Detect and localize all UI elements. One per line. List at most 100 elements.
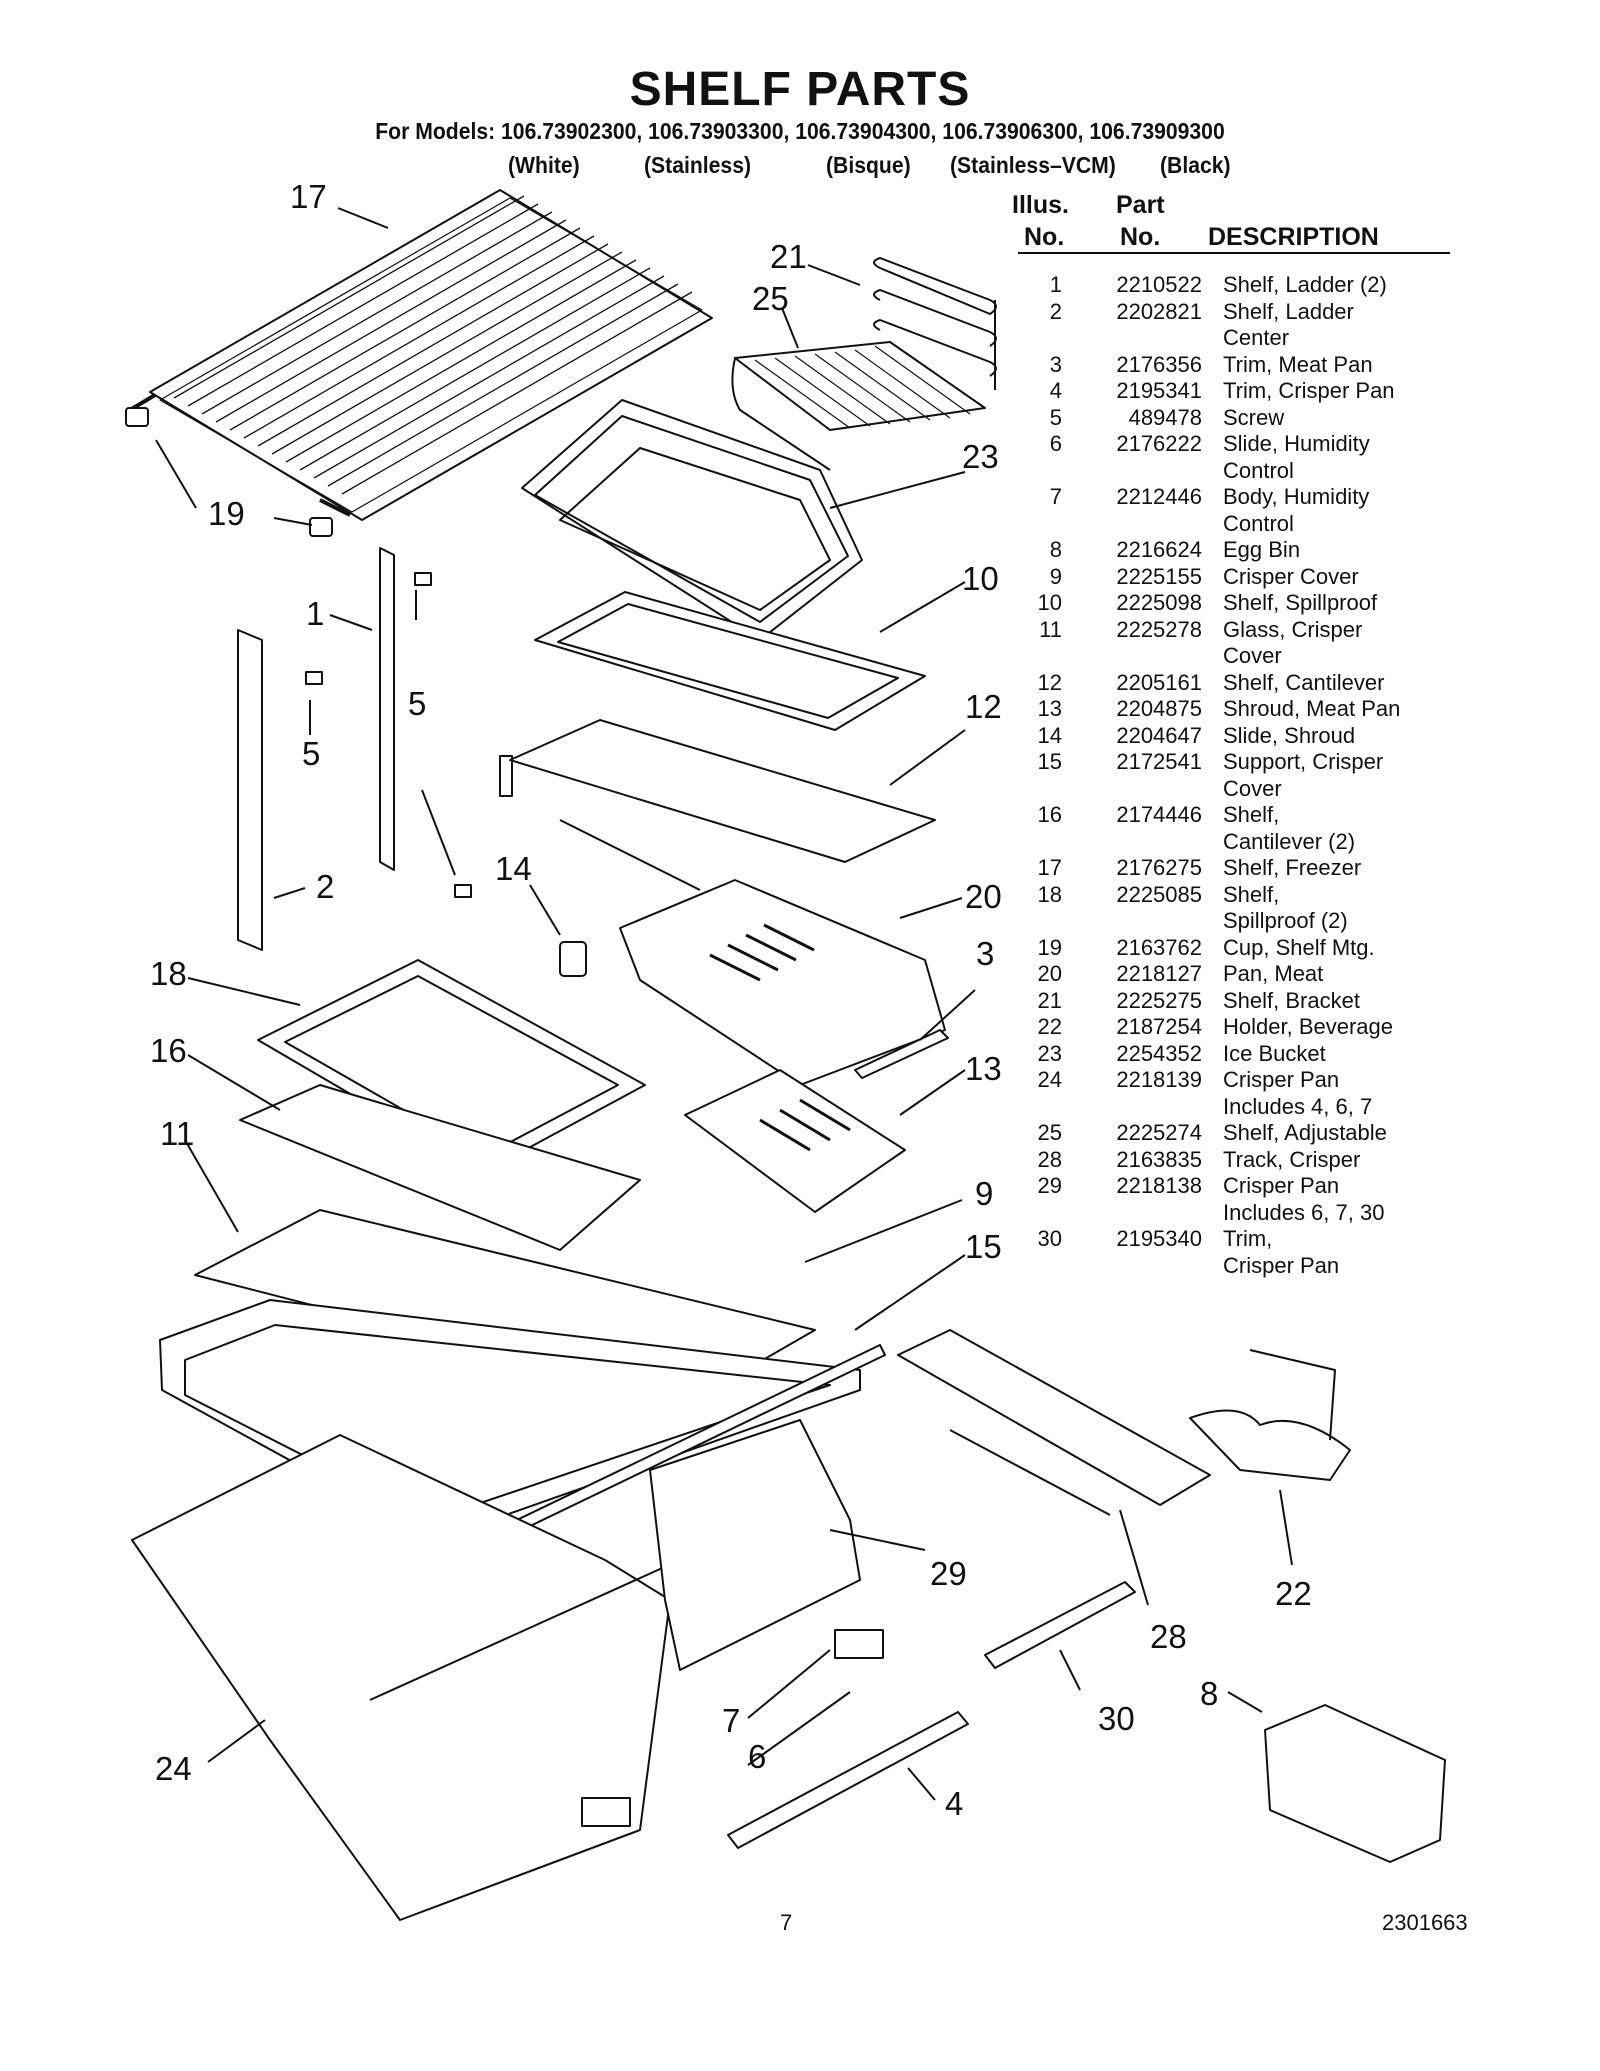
part-meat-pan-shroud [684, 1069, 906, 1213]
leader-line [1119, 1509, 1149, 1606]
illus-number: 13 [1037, 696, 1062, 721]
part-shelf-cup [125, 407, 333, 537]
part-meat-pan [619, 879, 946, 1086]
part-description: Slide, Humidity Control [1223, 431, 1370, 483]
part-crisper-trim-4 [727, 1711, 969, 1849]
part-description: Body, Humidity Control [1223, 484, 1370, 536]
illus-number: 14 [1037, 722, 1062, 748]
illus-number: 12 [1037, 669, 1062, 695]
leader-line [747, 1649, 831, 1719]
leader-line [919, 989, 976, 1041]
illus-number: 15 [1037, 749, 1062, 774]
leader-line [529, 884, 561, 936]
leader-line [273, 887, 306, 899]
part-number: 2225278 [1116, 616, 1202, 642]
callout-22: 22 [1275, 1575, 1312, 1612]
leader-line [329, 614, 373, 631]
callout-7: 7 [722, 1702, 740, 1739]
part-number: 2218127 [1116, 961, 1202, 986]
part-number: 2195341 [1116, 378, 1202, 403]
illus-number: 6 [1049, 431, 1062, 456]
header-rule [1018, 252, 1450, 254]
part-description: Pan, Meat [1223, 961, 1324, 986]
illus-number: 5 [1049, 404, 1062, 430]
leader-line [1279, 1489, 1293, 1566]
finish-label: (Stainless) [644, 152, 752, 178]
leader-line [829, 1529, 926, 1551]
col-description: DESCRIPTION [1208, 223, 1379, 251]
col-part-line1: Part [1116, 191, 1165, 219]
part-ice-bucket [521, 399, 863, 641]
illus-number: 25 [1037, 1120, 1062, 1145]
part-number: 2212446 [1116, 484, 1202, 509]
part-number: 2204647 [1116, 722, 1202, 748]
part-screw [305, 572, 472, 898]
leader-line [899, 897, 963, 919]
illus-number: 28 [1037, 1146, 1062, 1172]
leader-line [807, 264, 861, 286]
part-cantilever-shelf [499, 719, 936, 891]
page-number: 7 [780, 1910, 793, 1935]
illus-number: 21 [1037, 987, 1062, 1013]
part-description: Trim, Crisper Pan [1223, 1226, 1340, 1278]
illus-number: 8 [1049, 537, 1062, 562]
callout-17: 17 [290, 178, 327, 215]
part-description: Crisper Pan Includes 4, 6, 7 [1223, 1067, 1373, 1119]
part-number: 2187254 [1116, 1014, 1202, 1039]
part-crisper-pan-left [131, 1434, 681, 1921]
part-crisper-trim-30 [984, 1581, 1136, 1669]
callout-25: 25 [752, 280, 789, 317]
part-description: Shelf, Freezer [1223, 855, 1362, 880]
illus-number: 7 [1049, 484, 1062, 509]
part-description: Shelf, Bracket [1223, 987, 1360, 1013]
model-list: For Models: 106.73902300, 106.73903300, … [375, 118, 1225, 144]
leader-line [747, 1691, 851, 1766]
callout-30: 30 [1098, 1700, 1135, 1737]
part-description: Glass, Crisper Cover [1223, 616, 1363, 669]
leader-line [854, 1254, 966, 1331]
finish-label: (Bisque) [826, 152, 911, 178]
callout-9: 9 [975, 1175, 993, 1212]
part-number: 2202821 [1116, 298, 1202, 324]
finish-label: (Stainless–VCM) [950, 152, 1116, 178]
part-description: Shelf, Ladder Center [1223, 298, 1354, 351]
illus-number: 22 [1037, 1014, 1062, 1039]
callout-3: 3 [976, 935, 994, 972]
leader-line [829, 471, 966, 509]
illus-number: 4 [1049, 378, 1062, 403]
leader-line [907, 1767, 936, 1801]
col-illus-line2: No. [1024, 223, 1065, 251]
leader-line [1059, 1649, 1081, 1691]
part-beverage-holder [1189, 1349, 1351, 1481]
illus-number: 24 [1037, 1067, 1062, 1092]
part-description: Shelf, Cantilever [1223, 669, 1385, 695]
document-number: 2301663 [1382, 1910, 1468, 1935]
callout-23: 23 [962, 438, 999, 475]
parts-table-row: 7 2212446 Body, Humidity Control [1018, 484, 1458, 537]
part-number: 2176356 [1116, 351, 1202, 377]
leader-line [879, 581, 966, 633]
illus-number: 29 [1037, 1173, 1062, 1198]
leader-line [207, 1719, 266, 1763]
page-title: SHELF PARTS [629, 63, 971, 116]
part-description: Screw [1223, 404, 1285, 430]
part-number: 2225274 [1116, 1120, 1202, 1145]
part-description: Trim, Meat Pan [1223, 351, 1373, 377]
part-humidity-control [581, 1629, 884, 1827]
part-description: Cup, Shelf Mtg. [1223, 934, 1375, 960]
part-number: 2163762 [1116, 934, 1202, 960]
part-description: Shelf, Ladder (2) [1223, 272, 1387, 297]
